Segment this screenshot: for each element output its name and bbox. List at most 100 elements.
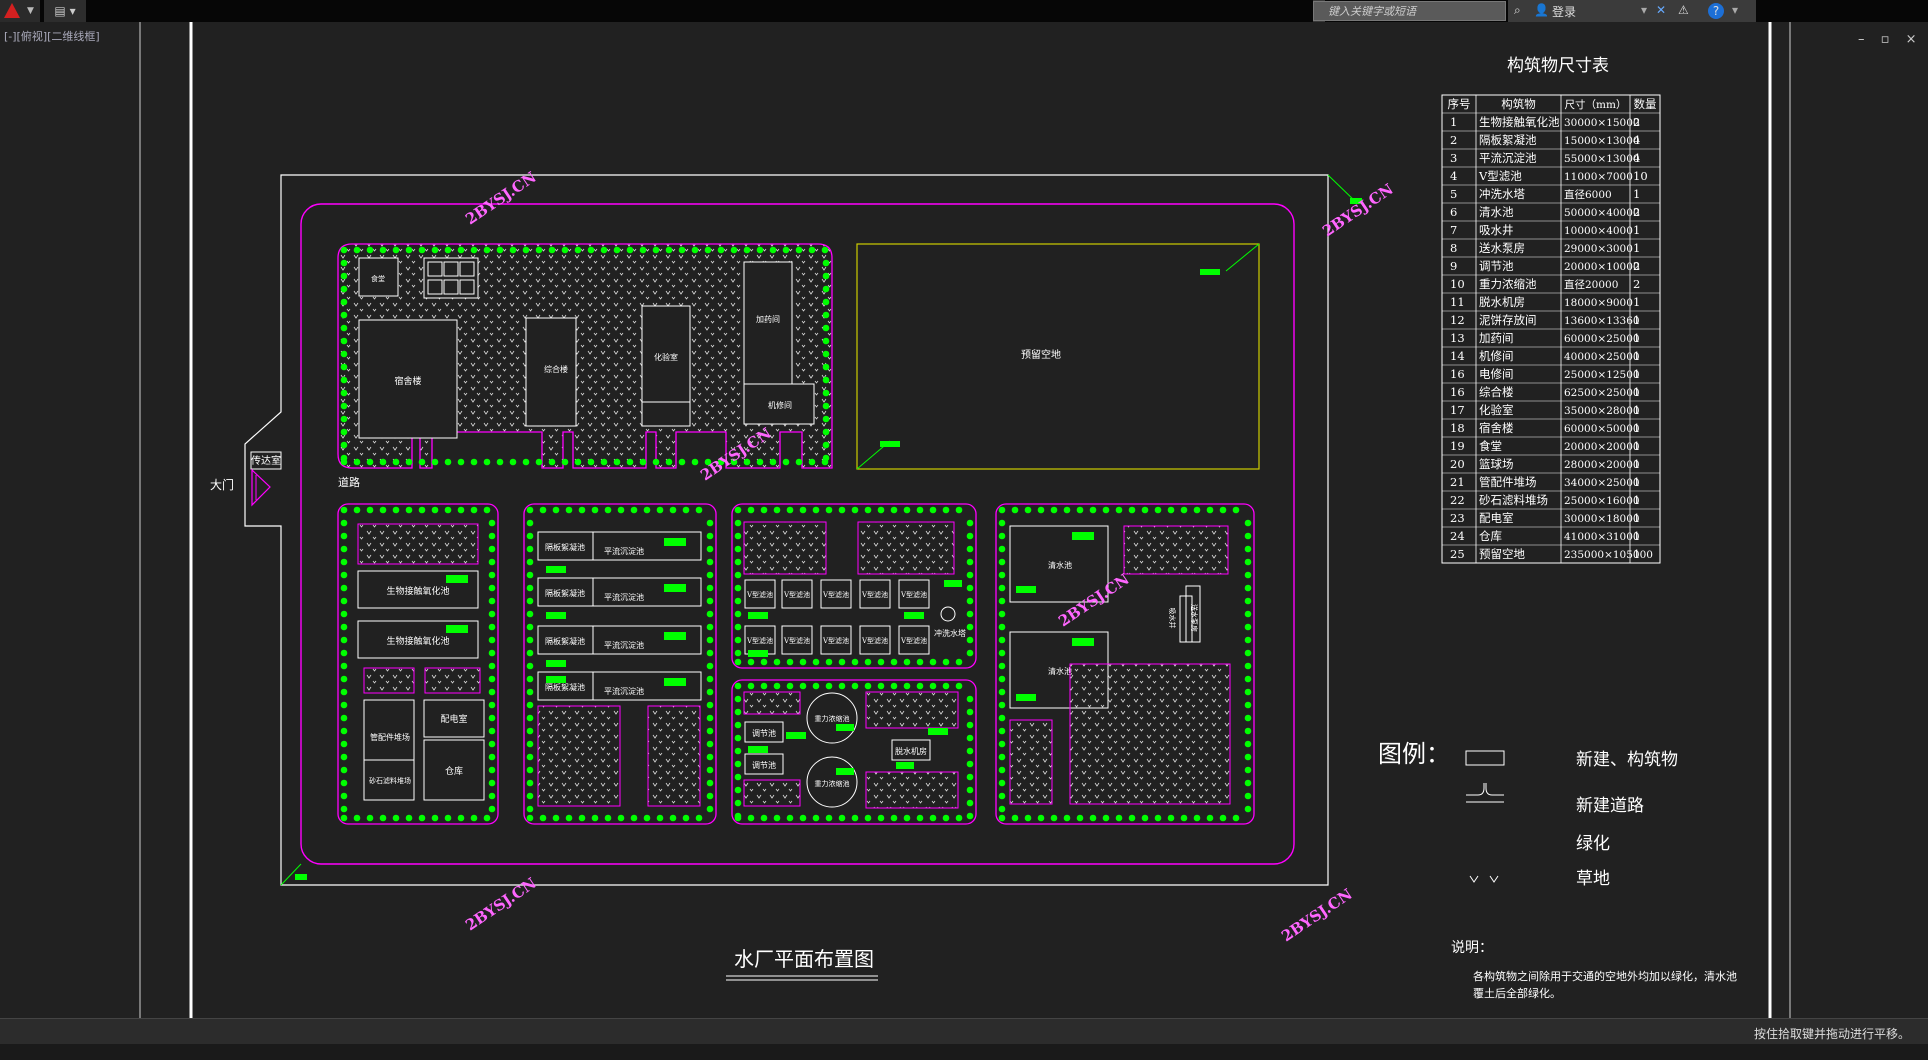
tree-icon — [786, 682, 794, 690]
table-cell: 1 — [1633, 367, 1640, 381]
table-cell: 1 — [1633, 439, 1640, 453]
tree-icon — [1206, 506, 1214, 514]
tree-icon — [706, 532, 714, 540]
quick-access-toolbar[interactable]: ▤ ▾ — [44, 0, 86, 22]
tree-icon — [526, 649, 534, 657]
tree-icon — [526, 779, 534, 787]
tree-icon — [353, 246, 361, 254]
tree-icon — [822, 441, 830, 449]
tree-icon — [1154, 814, 1162, 822]
note-line: 各构筑物之间除用于交通的空地外均加以绿化，清水池 — [1473, 969, 1737, 983]
tree-icon — [966, 773, 974, 781]
search-box[interactable] — [1313, 1, 1506, 21]
login-dropdown-icon[interactable]: ▾ — [1641, 3, 1648, 17]
tree-icon — [706, 597, 714, 605]
tree-icon — [998, 714, 1006, 722]
site-boundary — [244, 174, 1362, 886]
table-cell: 2 — [1633, 205, 1640, 219]
binoculars-icon[interactable]: ⌕ — [1514, 3, 1521, 17]
drawing-title: 水厂平面布置图 — [734, 947, 874, 971]
tree-icon — [966, 558, 974, 566]
tree-icon — [340, 532, 348, 540]
tree-icon — [769, 458, 777, 466]
block-vf-label: V型滤池 — [822, 590, 849, 599]
block-adjust2-label: 调节池 — [752, 760, 776, 770]
tree-icon — [747, 658, 755, 666]
tree-icon — [998, 545, 1006, 553]
tree-icon — [488, 610, 496, 618]
block-dorm-label: 宿舍楼 — [394, 375, 421, 387]
tree-icon — [966, 708, 974, 716]
block-vf-label: V型滤池 — [746, 590, 773, 599]
tree-icon — [1037, 814, 1045, 822]
login-link[interactable]: 登录 — [1552, 5, 1577, 19]
tree-icon — [734, 747, 742, 755]
table-cell: 20000×10000 — [1564, 261, 1640, 273]
tree-icon — [1244, 558, 1252, 566]
tree-icon — [822, 311, 830, 319]
tree-icon — [431, 814, 439, 822]
tree-icon — [526, 610, 534, 618]
tree-icon — [340, 792, 348, 800]
tree-icon — [444, 458, 452, 466]
table-cell: 砂石滤料堆场 — [1479, 493, 1548, 507]
block-pipe-label: 管配件堆场 — [370, 732, 410, 742]
tree-icon — [366, 458, 374, 466]
table-cell: 预留空地 — [1479, 547, 1525, 561]
tree-icon — [643, 814, 651, 822]
tree-icon — [392, 458, 400, 466]
help-icon[interactable]: ? — [1708, 3, 1724, 19]
tree-icon — [747, 814, 755, 822]
tree-icon — [1167, 506, 1175, 514]
tree-icon — [955, 506, 963, 514]
tree-icon — [998, 558, 1006, 566]
tree-icon — [1076, 506, 1084, 514]
legend-item: 草地 — [1576, 869, 1610, 889]
zone-admin: 食堂 宿舍楼 综合楼 化验室 加药间 机修间 — [337, 243, 833, 469]
user-icon[interactable]: 👤 — [1534, 3, 1549, 17]
application-menu-button[interactable]: ▼ — [0, 0, 40, 22]
tree-icon — [734, 799, 742, 807]
table-cell: 25000×12500 — [1564, 369, 1640, 381]
exchange-icon[interactable]: ✕ — [1656, 3, 1667, 17]
drawing-canvas[interactable]: 传达室 大门 道路 食堂 宿舍楼 综合楼 化验室 加药间 机修间 预留空地 — [0, 22, 1928, 1022]
tree-icon — [998, 766, 1006, 774]
tree-icon — [488, 753, 496, 761]
tree-icon — [1050, 814, 1058, 822]
tree-icon — [769, 246, 777, 254]
tree-icon — [812, 682, 820, 690]
tree-icon — [522, 458, 530, 466]
tree-icon — [488, 727, 496, 735]
tree-icon — [587, 458, 595, 466]
tree-icon — [405, 246, 413, 254]
table-cell: 1 — [1633, 547, 1640, 561]
tree-icon — [392, 246, 400, 254]
search-input[interactable] — [1328, 2, 1498, 20]
drawing-window-controls[interactable]: – ▫ × — [1858, 32, 1923, 47]
tree-icon — [591, 814, 599, 822]
tree-icon — [522, 246, 530, 254]
tree-icon — [340, 259, 348, 267]
tree-icon — [851, 682, 859, 690]
tree-icon — [548, 246, 556, 254]
tree-icon — [488, 740, 496, 748]
tree-icon — [825, 682, 833, 690]
tree-icon — [630, 814, 638, 822]
help-dropdown-icon[interactable]: ▾ — [1732, 3, 1739, 17]
tree-icon — [665, 458, 673, 466]
table-cell: 仓库 — [1479, 529, 1502, 543]
tree-icon — [760, 682, 768, 690]
tree-icon — [340, 740, 348, 748]
stay-connected-icon[interactable]: ⚠ — [1678, 3, 1689, 17]
tree-icon — [340, 675, 348, 683]
table-cell: 25 — [1450, 547, 1465, 561]
tree-icon — [561, 246, 569, 254]
tree-icon — [1244, 792, 1252, 800]
tree-icon — [706, 701, 714, 709]
tree-icon — [760, 814, 768, 822]
table-cell: 50000×40000 — [1564, 207, 1640, 219]
tree-icon — [756, 246, 764, 254]
tree-icon — [864, 682, 872, 690]
guardhouse-label: 传达室 — [251, 454, 281, 467]
viewport-controls[interactable]: [-][俯视][二维线框] — [4, 30, 100, 43]
